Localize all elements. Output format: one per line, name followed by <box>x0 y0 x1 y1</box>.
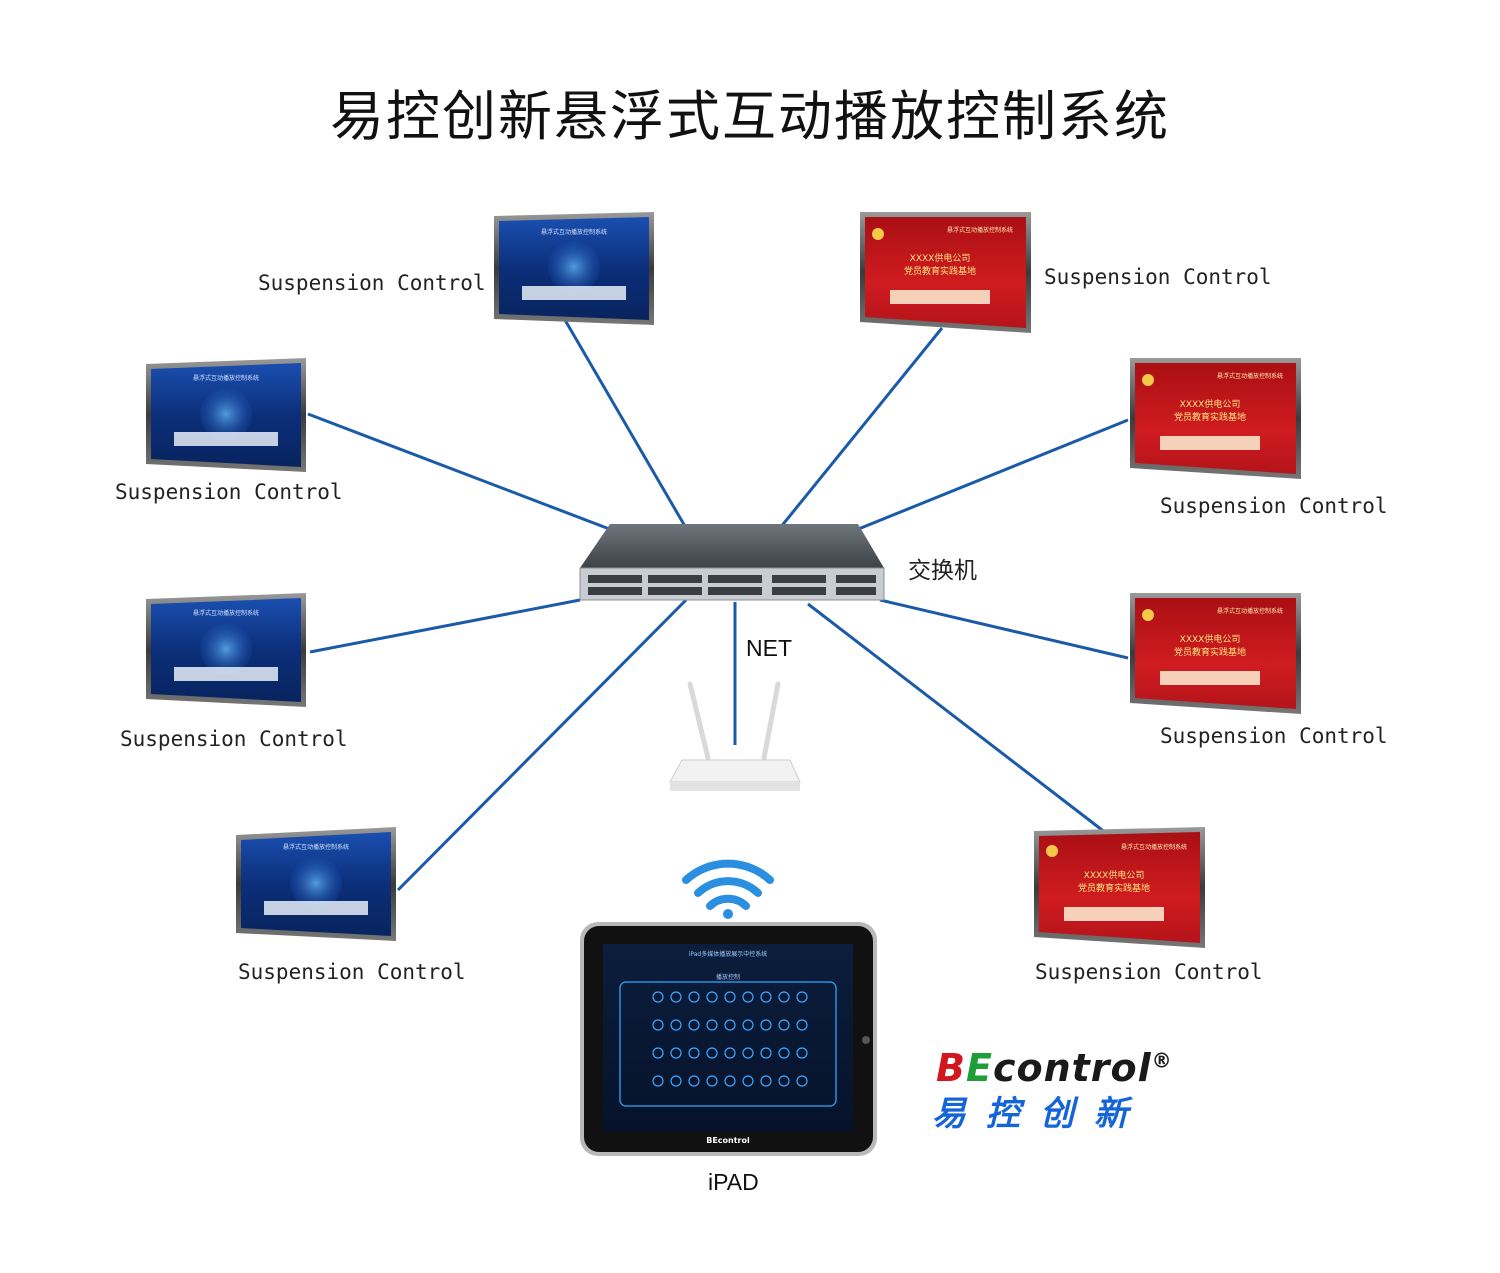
link-right-middle-node <box>879 598 1129 660</box>
ipad-control-button-icon <box>724 1047 736 1059</box>
ipad-control-button-icon <box>652 991 664 1003</box>
switch-label: 交换机 <box>908 558 977 584</box>
ipad-control-button-icon <box>742 1075 754 1087</box>
ipad-control-button-icon <box>796 1075 808 1087</box>
ipad-control-button-icon <box>688 1047 700 1059</box>
node-label-bottom-left: Suspension Control <box>238 960 466 984</box>
network-switch <box>579 524 885 601</box>
link-top-right-node <box>778 327 944 529</box>
ipad-control-button-icon <box>778 1047 790 1059</box>
screen-line-2: 党员教育实践基地 <box>1078 882 1150 894</box>
ipad-control-button-icon <box>760 1019 772 1031</box>
node-label-right-middle: Suspension Control <box>1160 724 1388 748</box>
ipad-control-button-icon <box>652 1047 664 1059</box>
ipad-device: iPad多媒体播放展示中控系统 播放控制 BEcontrol <box>580 922 877 1156</box>
ipad-control-button-icon <box>796 1047 808 1059</box>
display-top-left: 悬浮式互动播放控制系统 <box>494 212 654 325</box>
screen-line-1: XXXX供电公司 <box>1180 633 1241 645</box>
ipad-control-button-icon <box>688 991 700 1003</box>
ipad-control-button-icon <box>706 1075 718 1087</box>
screen-header-text: 悬浮式互动播放控制系统 <box>1217 372 1283 380</box>
ipad-control-button-icon <box>778 991 790 1003</box>
display-right-upper: 悬浮式互动播放控制系统 XXXX供电公司 党员教育实践基地 <box>1130 358 1301 479</box>
ipad-control-button-icon <box>724 1019 736 1031</box>
brand-word-control: control <box>992 1046 1152 1090</box>
display-bottom-left: 悬浮式互动播放控制系统 <box>236 827 396 941</box>
brand-logo: BEcontrol® <box>936 1046 1173 1090</box>
screen-header-text: 悬浮式互动播放控制系统 <box>193 374 259 382</box>
ipad-control-grid <box>652 991 808 1087</box>
ipad-screen-section: 播放控制 <box>716 973 740 981</box>
ipad-control-button-icon <box>778 1019 790 1031</box>
ipad-control-button-icon <box>778 1075 790 1087</box>
ipad-control-button-icon <box>742 1019 754 1031</box>
screen-header-text: 悬浮式互动播放控制系统 <box>1217 607 1283 615</box>
link-right-upper-node <box>855 418 1129 532</box>
registered-mark: ® <box>1151 1048 1173 1073</box>
node-label-left-upper: Suspension Control <box>115 480 343 504</box>
ipad-control-button-icon <box>688 1019 700 1031</box>
ipad-control-button-icon <box>670 991 682 1003</box>
ipad-label: iPAD <box>708 1169 759 1195</box>
node-label-bottom-right: Suspension Control <box>1035 960 1263 984</box>
link-bottom-left-node <box>396 598 688 892</box>
ipad-control-button-icon <box>724 991 736 1003</box>
display-right-middle: 悬浮式互动播放控制系统 XXXX供电公司 党员教育实践基地 <box>1130 593 1301 714</box>
ipad-control-button-icon <box>760 991 772 1003</box>
node-label-top-right: Suspension Control <box>1044 265 1272 289</box>
screen-line-2: 党员教育实践基地 <box>1174 646 1246 658</box>
ipad-control-button-icon <box>652 1019 664 1031</box>
ipad-footer-brand: BEcontrol <box>706 1136 750 1145</box>
wireless-router <box>669 681 801 791</box>
screen-line-1: XXXX供电公司 <box>1084 869 1145 881</box>
display-left-middle: 悬浮式互动播放控制系统 <box>146 593 306 707</box>
ipad-control-button-icon <box>760 1075 772 1087</box>
display-bottom-right: 悬浮式互动播放控制系统 XXXX供电公司 党员教育实践基地 <box>1034 827 1205 948</box>
network-links <box>307 319 1129 892</box>
display-top-right: 悬浮式互动播放控制系统 XXXX供电公司 党员教育实践基地 <box>860 212 1031 333</box>
brand-letter-b: B <box>936 1046 966 1090</box>
link-bottom-right-node <box>807 602 1107 835</box>
ipad-control-button-icon <box>742 1047 754 1059</box>
link-left-middle-node <box>309 598 581 654</box>
ipad-control-button-icon <box>796 1019 808 1031</box>
ipad-control-button-icon <box>760 1047 772 1059</box>
screen-line-1: XXXX供电公司 <box>910 252 971 264</box>
ipad-control-button-icon <box>706 1047 718 1059</box>
ipad-control-button-icon <box>652 1075 664 1087</box>
screen-line-2: 党员教育实践基地 <box>904 265 976 277</box>
screen-header-text: 悬浮式互动播放控制系统 <box>1121 843 1187 851</box>
screen-header-text: 悬浮式互动播放控制系统 <box>541 228 607 236</box>
ipad-control-button-icon <box>724 1075 736 1087</box>
ipad-control-button-icon <box>742 991 754 1003</box>
ipad-control-button-icon <box>670 1075 682 1087</box>
screen-header-text: 悬浮式互动播放控制系统 <box>947 226 1013 234</box>
ipad-control-button-icon <box>706 991 718 1003</box>
screen-header-text: 悬浮式互动播放控制系统 <box>283 843 349 851</box>
ipad-control-button-icon <box>796 991 808 1003</box>
ipad-control-button-icon <box>670 1019 682 1031</box>
screen-line-1: XXXX供电公司 <box>1180 398 1241 410</box>
brand-logo-cn: 易控创新 <box>932 1094 1148 1134</box>
wifi-icon <box>682 859 774 919</box>
node-label-left-middle: Suspension Control <box>120 727 348 751</box>
net-label: NET <box>746 635 792 661</box>
display-left-upper: 悬浮式互动播放控制系统 <box>146 358 306 472</box>
node-label-right-upper: Suspension Control <box>1160 494 1388 518</box>
ipad-screen-header: iPad多媒体播放展示中控系统 <box>689 950 768 958</box>
brand-letter-e: E <box>965 1046 993 1090</box>
screen-line-2: 党员教育实践基地 <box>1174 411 1246 423</box>
ipad-control-button-icon <box>688 1075 700 1087</box>
ipad-control-button-icon <box>670 1047 682 1059</box>
screen-header-text: 悬浮式互动播放控制系统 <box>193 609 259 617</box>
node-label-top-left: Suspension Control <box>258 271 486 295</box>
link-top-left-node <box>563 319 688 529</box>
page-title: 易控创新悬浮式互动播放控制系统 <box>330 85 1170 148</box>
link-left-upper-node <box>307 412 613 532</box>
ipad-control-button-icon <box>706 1019 718 1031</box>
